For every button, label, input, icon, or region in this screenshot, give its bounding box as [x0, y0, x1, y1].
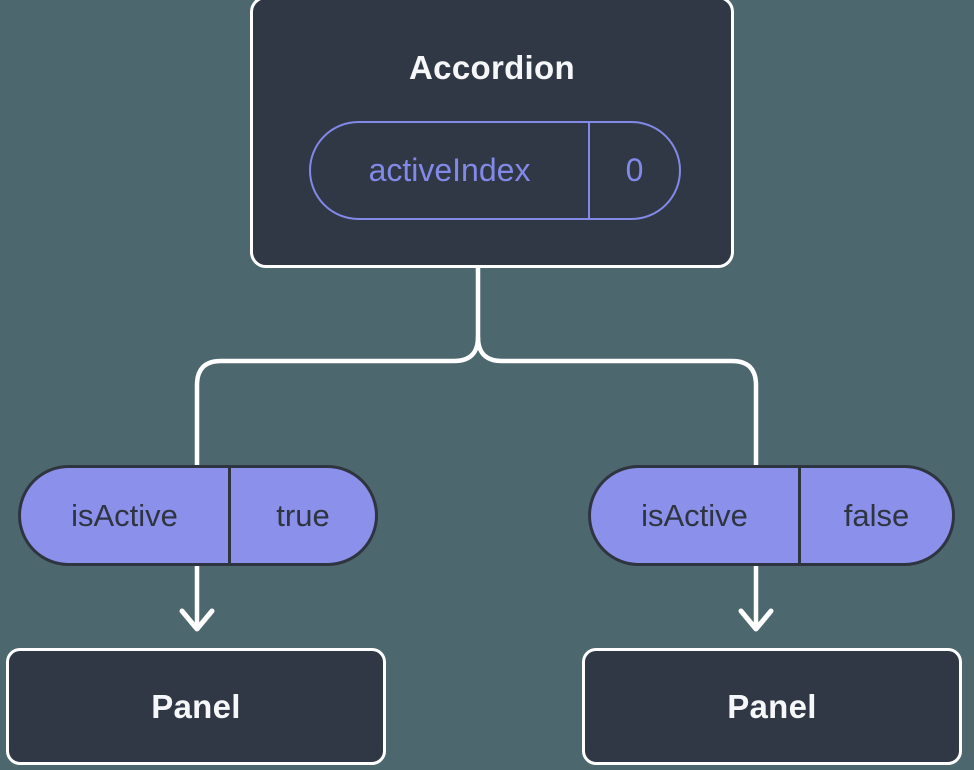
arrowhead-down-icon-right: [738, 608, 774, 632]
accordion-node: Accordion activeIndex 0: [250, 0, 734, 268]
prop-pill-right-divider: [798, 468, 801, 563]
accordion-node-title: Accordion: [409, 49, 575, 86]
state-pill-value: 0: [625, 152, 644, 188]
prop-pill-left-divider: [228, 468, 231, 563]
panel-node-left-title: Panel: [151, 687, 241, 725]
state-pill-label: activeIndex: [368, 152, 531, 188]
arrowhead-down-icon-left: [179, 608, 215, 632]
prop-pill-left: isActive true: [18, 465, 378, 566]
branch-line-right: [475, 336, 759, 466]
branch-line-left: [194, 263, 481, 466]
prop-pill-right-label: isActive: [641, 497, 748, 533]
state-pill: activeIndex 0: [309, 121, 681, 220]
prop-pill-left-value: true: [276, 497, 330, 533]
state-pill-divider: [588, 123, 590, 218]
prop-pill-right-value: false: [843, 497, 910, 533]
prop-pill-left-label: isActive: [71, 497, 178, 533]
prop-pill-right: isActive false: [588, 465, 955, 566]
panel-node-right: Panel: [582, 648, 962, 765]
panel-node-left: Panel: [6, 648, 386, 765]
panel-node-right-title: Panel: [727, 687, 817, 725]
